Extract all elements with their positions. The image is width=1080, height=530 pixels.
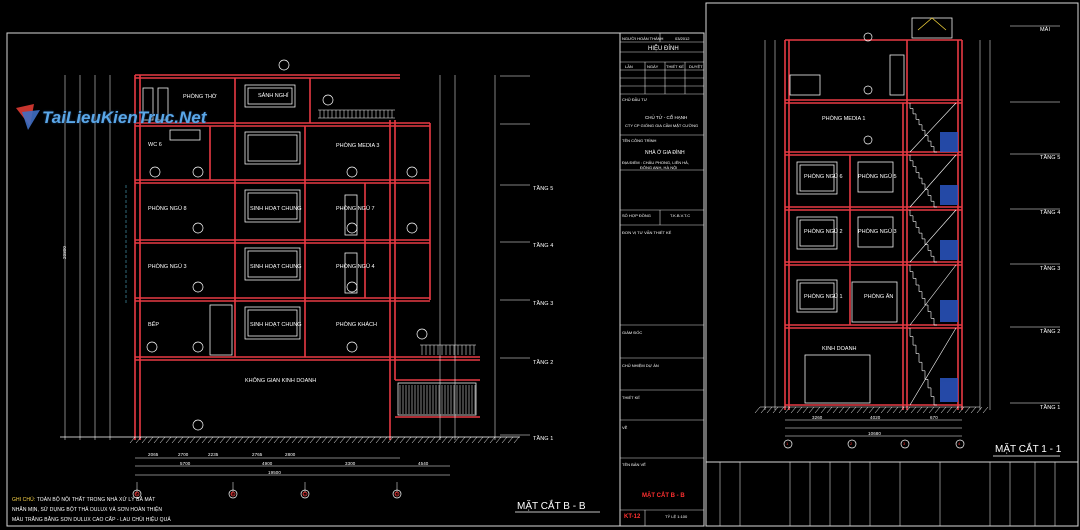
room-label-sinh-hoat-2: SINH HOẠT CHUNG	[250, 264, 302, 270]
titleblock-sheet-no: KT-12	[624, 514, 641, 520]
titleblock-row: NGÀY	[647, 64, 659, 69]
axis-label: 3	[903, 441, 906, 446]
titleblock-row: 03/2012	[675, 36, 690, 41]
room-label-sinh-hoat-1: SINH HOẠT CHUNG	[250, 206, 302, 212]
level-label: TẦNG 4	[1040, 210, 1061, 216]
room-label-phong-ngu-4: PHÒNG NGỦ 4	[336, 264, 375, 270]
room-label-phong-ngu-3: PHÒNG NGỦ 3	[148, 264, 187, 270]
note-text: NHẪN MỊN, SỬ DỤNG BỘT THẢ DULUX VÀ SƠN H…	[12, 507, 163, 513]
dimension-text: 2235	[208, 452, 219, 457]
axis-label: 2	[850, 441, 853, 446]
titleblock-drawing-name: MẶT CẮT B - B	[642, 493, 685, 499]
level-label: TẦNG 1	[533, 436, 554, 442]
watermark-logo	[16, 104, 40, 130]
titleblock-row: SỐ HỢP ĐỒNG	[622, 213, 651, 218]
room-label-phong-ngu-7: PHÒNG NGỦ 7	[336, 206, 375, 212]
watermark-text: TaiLieuKienTruc.Net	[42, 108, 207, 127]
titleblock-row: THIẾT KẾ	[666, 64, 684, 69]
dimension-text: 2700	[178, 452, 189, 457]
dimension-text: 10680	[868, 431, 882, 436]
dimension-text: 3260	[812, 415, 823, 420]
axis-label: D	[395, 491, 398, 496]
titleblock-row: NHÀ Ở GIA ĐÌNH	[645, 150, 685, 156]
dimension-text: 5700	[180, 461, 191, 466]
room-label-phong-media-3: PHÒNG MEDIA 3	[336, 143, 380, 149]
level-label: TẦNG 3	[1040, 266, 1061, 272]
level-label: TẦNG 2	[533, 360, 554, 366]
dimension-text: 4020	[870, 415, 881, 420]
room-label-kinh-doanh: KINH DOANH	[822, 346, 857, 352]
titleblock-row: T.K.B.V.T.C	[670, 213, 691, 218]
level-label: TẦNG 3	[533, 301, 554, 307]
note-text: MÀU TRẮNG BẰNG SƠN DULUX CAO CẤP - LAU C…	[12, 517, 171, 523]
titleblock-scale: TỶ LỆ 1:100	[665, 514, 688, 519]
titleblock-row: HIỆU ĐÍNH	[648, 46, 679, 52]
room-label-phong-media-1: PHÒNG MEDIA 1	[822, 116, 866, 122]
titleblock-row: ĐƠN VỊ TƯ VẤN THIẾT KẾ	[622, 230, 672, 235]
room-label-phong-ngu-6: PHÒNG NGỦ 6	[804, 174, 843, 180]
level-label: TẦNG 5	[533, 186, 554, 192]
room-label-phong-an: PHÒNG ĂN	[864, 294, 894, 300]
room-label-wc: WC 6	[148, 142, 162, 148]
room-label-phong-tho: PHÒNG THỜ	[183, 94, 217, 100]
titleblock-row: TÊN CÔNG TRÌNH	[622, 138, 657, 143]
level-label: MÁI	[1040, 27, 1051, 33]
level-label: TẦNG 1	[1040, 405, 1061, 411]
room-label-phong-ngu-3: PHÒNG NGỦ 3	[858, 229, 897, 235]
note-text: GHI CHÚ: TOÀN BỘ NỘI THẤT TRONG NHÀ XỬ L…	[12, 497, 156, 503]
titleblock-row: CHỦ ĐẦU TƯ	[622, 97, 648, 102]
titleblock-row: CTY CP GIỐNG GIA CẦM MẶT CƯỜNG	[625, 123, 699, 128]
titleblock-row: TÊN BẢN VẼ	[622, 462, 646, 467]
room-label-phong-khach: PHÒNG KHÁCH	[336, 322, 377, 328]
room-label-sinh-hoat-3: SINH HOẠT CHUNG	[250, 322, 302, 328]
room-label-kinh-doanh: KHÔNG GIAN KINH DOANH	[245, 378, 317, 384]
axis-label: 4	[958, 441, 961, 446]
dimension-text: 20800	[62, 245, 68, 260]
room-label-phong-ngu-2: PHÒNG NGỦ 2	[804, 229, 843, 235]
titleblock-row: CHỦ NHIỆM DỰ ÁN	[622, 363, 659, 368]
room-label-bep: BẾP	[148, 322, 160, 328]
titleblock-row: GIÁM ĐỐC	[622, 330, 643, 335]
titleblock-row: ĐÔNG ANH, HÀ NỘI	[640, 165, 678, 170]
level-label: TẦNG 2	[1040, 329, 1061, 335]
room-label-phong-ngu-1: PHÒNG NGỦ 1	[804, 294, 843, 300]
axis-label: A	[135, 491, 138, 496]
titleblock-row: NGƯỜI HOÀN THÀNH	[622, 36, 664, 41]
titleblock-row: THIẾT KẾ	[622, 395, 640, 400]
dimension-text: 2765	[252, 452, 263, 457]
section-title-1-1: MẶT CẮT 1 - 1	[995, 444, 1062, 455]
axis-label: C	[303, 491, 306, 496]
dimension-text: 19500	[268, 470, 282, 475]
level-label: TẦNG 5	[1040, 155, 1061, 161]
axis-label: B	[231, 491, 234, 496]
dimension-text: 4900	[262, 461, 273, 466]
dimension-text: 2065	[148, 452, 159, 457]
section-title-b-b: MẶT CẮT B - B	[517, 501, 586, 512]
dimension-text: 2800	[285, 452, 296, 457]
room-label-phong-ngu-8: PHÒNG NGỦ 8	[148, 206, 187, 212]
level-label: TẦNG 4	[533, 243, 554, 249]
titleblock-row: ĐỊA ĐIỂM : CHÂU PHONG, LIÊN HÀ,	[622, 160, 689, 165]
titleblock-row: CHỦ TỬ - CỔ HẠNH	[645, 115, 688, 120]
dimension-text: 3300	[345, 461, 356, 466]
axis-label: 1	[786, 441, 789, 446]
titleblock-row: LẦN	[625, 64, 633, 69]
room-label-phong-ngu-5: PHÒNG NGỦ 5	[858, 174, 897, 180]
dimension-text: 670	[930, 415, 938, 420]
titleblock-row: VẼ	[622, 425, 628, 430]
titleblock-row: DUYỆT	[689, 64, 703, 69]
room-label-sanh-nghi: SẢNH NGHỈ	[258, 93, 289, 99]
dimension-text: 4540	[418, 461, 429, 466]
